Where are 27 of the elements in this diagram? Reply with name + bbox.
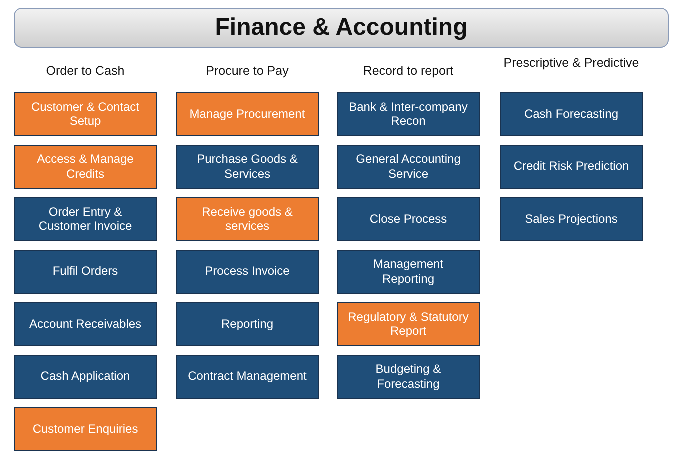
process-box: Cash Forecasting [500, 92, 643, 136]
process-box: Purchase Goods & Services [176, 144, 319, 188]
process-box: Order Entry & Customer Invoice [14, 197, 157, 241]
process-box: General Accounting Service [337, 144, 480, 188]
column-heading: Order to Cash [45, 64, 126, 78]
process-box: Fulfil Orders [14, 250, 157, 294]
process-box: Sales Projections [500, 197, 643, 241]
process-box: Access & Manage Credits [14, 144, 157, 188]
process-box: Process Invoice [176, 250, 319, 294]
process-box: Manage Procurement [176, 92, 319, 136]
process-box: Budgeting & Forecasting [337, 354, 480, 398]
process-box: Credit Risk Prediction [500, 144, 643, 188]
process-box: Customer Enquiries [14, 407, 157, 451]
process-box: Contract Management [176, 354, 319, 398]
title-banner: Finance & Accounting [14, 8, 669, 48]
process-box: Cash Application [14, 354, 157, 398]
process-box: Reporting [176, 302, 319, 346]
process-box: Receive goods & services [176, 197, 319, 241]
process-box: Account Receivables [14, 302, 157, 346]
process-box: Bank & Inter-company Recon [337, 92, 480, 136]
process-box: Regulatory & Statutory Report [337, 302, 480, 346]
column-heading: Prescriptive & Predictive [502, 56, 640, 70]
process-box: Management Reporting [337, 250, 480, 294]
process-box: Close Process [337, 197, 480, 241]
process-box: Customer & Contact Setup [14, 92, 157, 136]
column-heading: Procure to Pay [205, 64, 290, 78]
column-heading: Record to report [362, 64, 455, 78]
